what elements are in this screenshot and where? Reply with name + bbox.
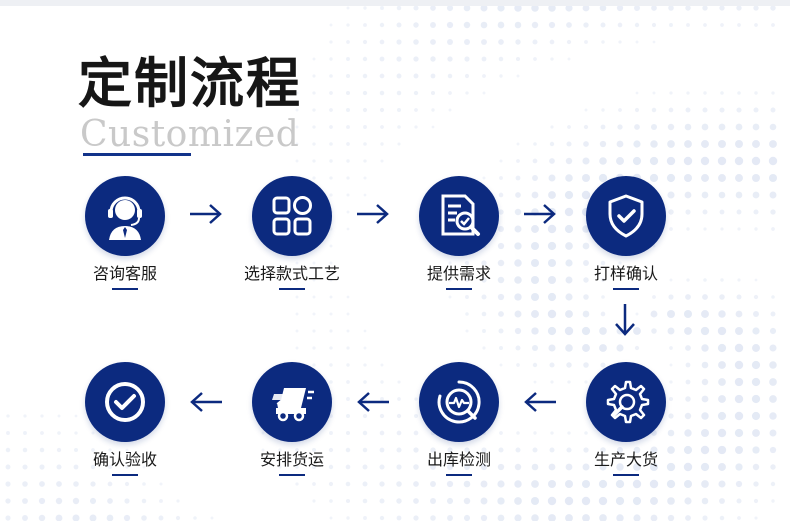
label-underline (279, 474, 305, 476)
step-arrange-shipping: 安排货运 (232, 362, 352, 476)
step-circle (586, 176, 666, 256)
label-underline (112, 474, 138, 476)
label-underline (446, 288, 472, 290)
step-label: 打样确认 (593, 264, 658, 283)
delivery-truck-icon (272, 388, 314, 422)
step-label: 咨询客服 (92, 264, 157, 283)
top-strip (0, 0, 790, 6)
arrow-right-icon (190, 204, 222, 224)
page-subtitle: Customized (80, 114, 300, 155)
step-circle (586, 362, 666, 442)
step-sample-confirmation: 打样确认 (566, 176, 686, 290)
step-label: 出库检测 (426, 450, 491, 469)
label-underline (613, 288, 639, 290)
arrow-down-icon (615, 304, 635, 336)
label-underline (279, 288, 305, 290)
step-label: 生产大货 (593, 450, 658, 469)
step-circle (85, 362, 165, 442)
label-underline (613, 474, 639, 476)
shield-check-icon (608, 194, 644, 238)
step-circle (419, 176, 499, 256)
step-acceptance-check: 确认验收 (65, 362, 185, 476)
arrow-left-icon (357, 392, 389, 412)
step-circle (419, 362, 499, 442)
page-title: 定制流程 (78, 51, 302, 115)
step-circle (252, 176, 332, 256)
check-circle-icon (105, 382, 145, 422)
step-label: 安排货运 (259, 450, 324, 469)
step-mass-production: 生产大货 (566, 362, 686, 476)
step-outbound-inspection: 出库检测 (399, 362, 519, 476)
arrow-left-icon (524, 392, 556, 412)
inspection-icon (437, 380, 481, 424)
subtitle-underline (83, 153, 191, 156)
step-label: 确认验收 (92, 450, 157, 469)
arrow-right-icon (524, 204, 556, 224)
grid-apps-icon (272, 196, 312, 236)
step-provide-requirements: 提供需求 (399, 176, 519, 290)
step-circle (85, 176, 165, 256)
step-circle (252, 362, 332, 442)
step-choose-style: 选择款式工艺 (232, 176, 352, 290)
arrow-right-icon (357, 204, 389, 224)
step-label: 提供需求 (426, 264, 491, 283)
document-search-icon (441, 194, 480, 236)
gear-wrench-icon (606, 380, 650, 424)
arrow-left-icon (190, 392, 222, 412)
step-consult-service: 咨询客服 (65, 176, 185, 290)
step-label: 选择款式工艺 (243, 264, 340, 283)
label-underline (112, 288, 138, 290)
customer-service-icon (108, 196, 142, 240)
label-underline (446, 474, 472, 476)
